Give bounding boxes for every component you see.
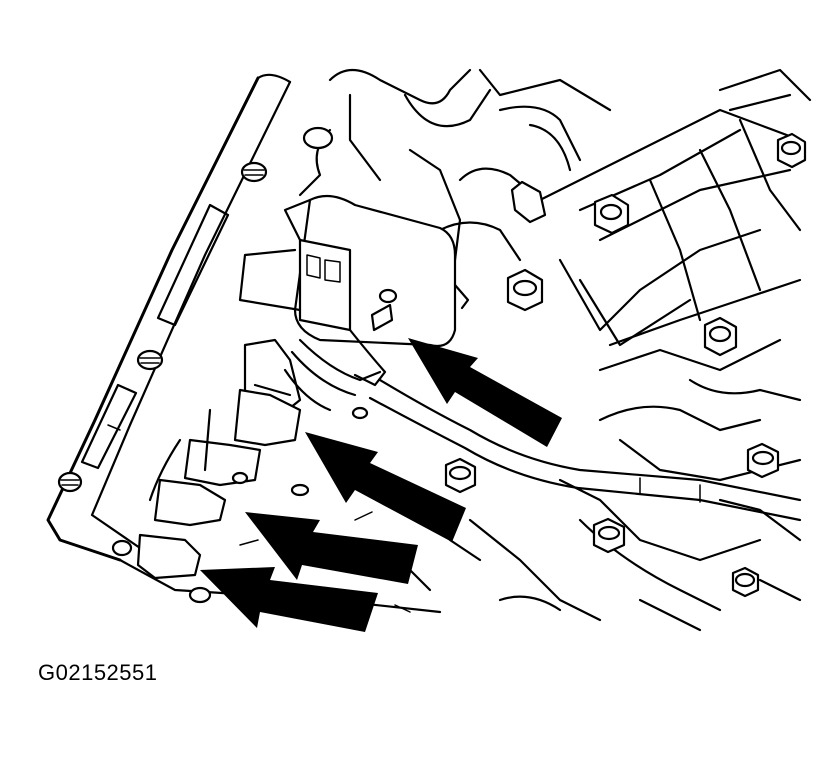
stud-icon [111,539,133,557]
arrow-4 [200,567,378,632]
bolt-icon [746,442,780,479]
wiring-harness [368,378,802,522]
figure-id-label: G02152551 [38,660,158,685]
bolt-icon [703,316,738,357]
stud-icon [240,161,268,183]
arrow-3 [245,512,418,584]
detail-marks [239,511,411,613]
stud-icon [57,471,83,493]
valve-body-bolts [302,126,807,598]
bolt-icon [776,132,807,169]
bolt-icon [593,193,630,235]
main-connector [238,194,470,387]
bolt-icon [444,457,477,494]
bolt-icon [731,566,760,598]
flange-studs [57,161,268,557]
bolt-icon [506,268,544,312]
indicator-arrows [200,338,562,632]
arrow-2 [305,432,466,542]
bolt-icon [592,517,626,554]
connector-stack [136,338,382,604]
arrow-1 [408,338,562,447]
stud-icon [136,349,164,371]
bolt-icon [302,126,334,150]
case-flange [46,73,442,614]
bolt-icon [510,180,547,224]
